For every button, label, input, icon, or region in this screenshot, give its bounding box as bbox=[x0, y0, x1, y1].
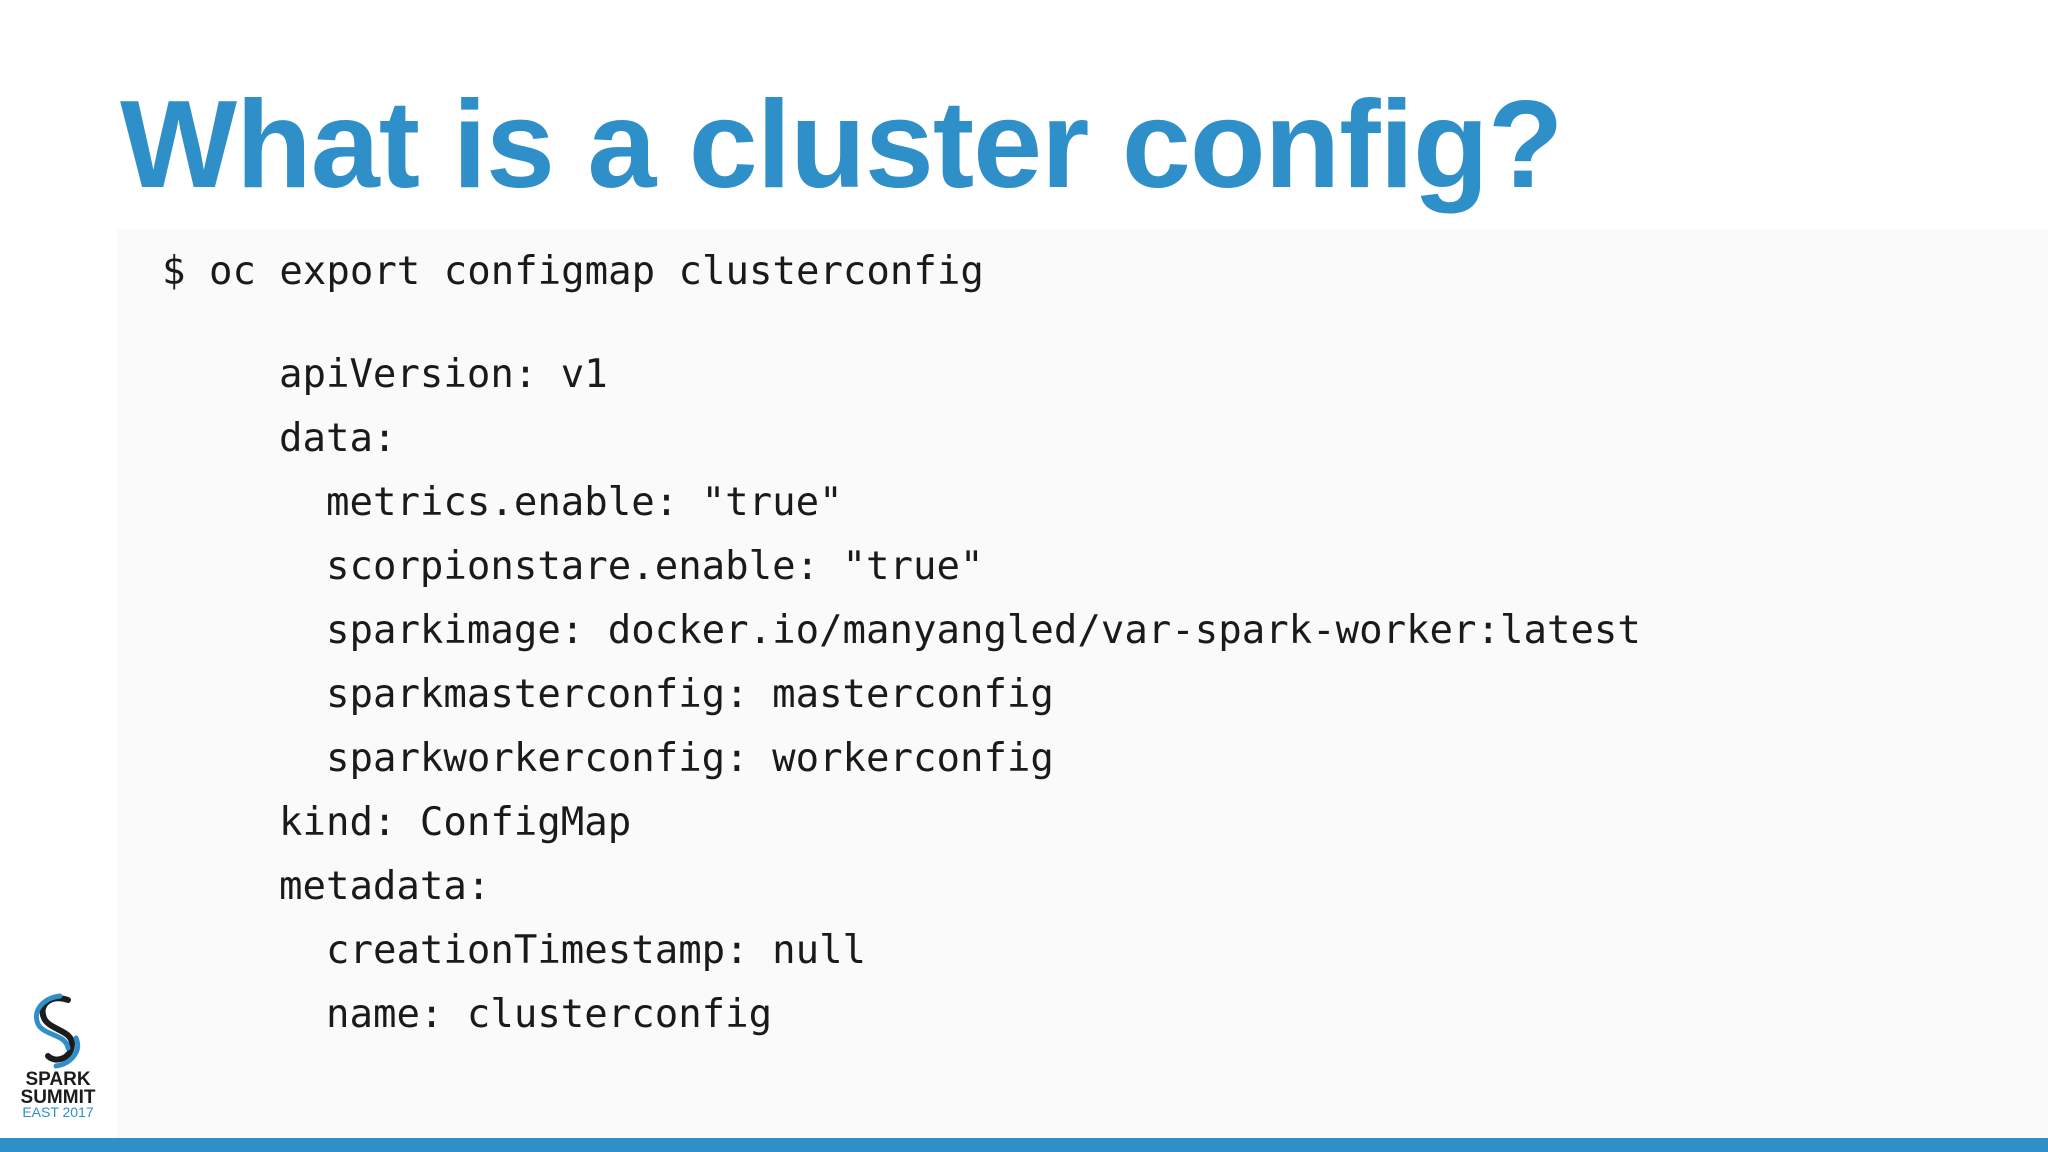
yaml-line: metadata: bbox=[279, 864, 491, 909]
logo-text-summit: SUMMIT bbox=[20, 1087, 96, 1108]
slide-title: What is a cluster config? bbox=[120, 76, 1564, 214]
bottom-accent-bar bbox=[0, 1138, 2048, 1152]
yaml-line: metrics.enable: "true" bbox=[326, 480, 843, 525]
spark-summit-swirl-icon bbox=[34, 993, 80, 1069]
spark-summit-logo: SPARK SUMMIT EAST 2017 bbox=[16, 990, 100, 1120]
shell-command: $ oc export configmap clusterconfig bbox=[162, 249, 984, 294]
yaml-line: sparkmasterconfig: masterconfig bbox=[326, 672, 1054, 717]
logo-text-spark: SPARK bbox=[25, 1069, 91, 1090]
yaml-line: data: bbox=[279, 416, 397, 461]
code-panel bbox=[117, 230, 2048, 1138]
yaml-line: scorpionstare.enable: "true" bbox=[326, 544, 984, 589]
yaml-line: kind: ConfigMap bbox=[279, 800, 632, 845]
yaml-line: creationTimestamp: null bbox=[326, 928, 867, 973]
yaml-line: apiVersion: v1 bbox=[279, 352, 608, 397]
yaml-line: sparkworkerconfig: workerconfig bbox=[326, 736, 1054, 781]
yaml-line: name: clusterconfig bbox=[326, 992, 773, 1037]
logo-text-event: EAST 2017 bbox=[22, 1104, 94, 1120]
yaml-line: sparkimage: docker.io/manyangled/var-spa… bbox=[326, 608, 1641, 653]
